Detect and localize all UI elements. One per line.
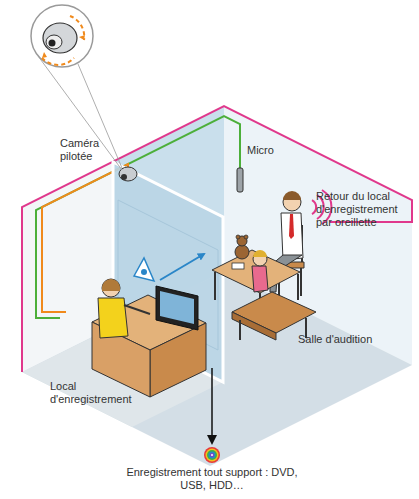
rotation-arrow bbox=[42, 52, 47, 58]
child-shirt bbox=[252, 266, 268, 292]
callout-label: Caméra pilotée bbox=[60, 137, 115, 163]
disc bbox=[210, 453, 214, 457]
teddy-bear bbox=[236, 235, 240, 239]
microphone bbox=[237, 168, 243, 192]
disc bbox=[207, 450, 217, 460]
operator-head bbox=[102, 279, 120, 297]
callout-label: Enregistrement tout support : DVD, USB, … bbox=[122, 466, 302, 492]
callout-label: Retour du local d'enregistrement par ore… bbox=[316, 190, 416, 229]
camera-zoom bbox=[31, 5, 93, 67]
bench bbox=[232, 312, 276, 340]
table-leg bbox=[214, 272, 216, 300]
operator-arm bbox=[124, 305, 150, 314]
callout-label: Micro bbox=[247, 144, 297, 157]
tie bbox=[289, 214, 294, 239]
eye-symbol bbox=[134, 258, 154, 281]
table bbox=[212, 250, 300, 293]
output-arrow bbox=[211, 368, 213, 442]
monitor-screen bbox=[160, 291, 194, 324]
callout-label: Local d'enregistrement bbox=[50, 380, 145, 406]
camera-dome bbox=[43, 23, 77, 53]
rotation-arrow bbox=[79, 35, 85, 40]
bench-leg bbox=[239, 320, 241, 340]
operator-hair bbox=[102, 279, 120, 291]
camera-lens bbox=[49, 40, 56, 47]
operator-shirt bbox=[98, 298, 128, 338]
desk bbox=[150, 323, 206, 397]
callout-label: Salle d'audition bbox=[298, 333, 408, 346]
disc bbox=[204, 447, 220, 463]
teddy-bear bbox=[235, 245, 249, 259]
disc-hole bbox=[211, 454, 213, 456]
monitor bbox=[156, 286, 198, 330]
hair bbox=[283, 191, 301, 200]
teddy-bear bbox=[244, 235, 248, 239]
bench bbox=[232, 292, 316, 333]
rotation-arrow bbox=[70, 16, 84, 40]
child-hair bbox=[253, 250, 267, 257]
teddy-bear bbox=[237, 236, 247, 246]
earpiece-signal bbox=[312, 200, 316, 214]
disc bbox=[206, 449, 219, 462]
camera-dome bbox=[46, 35, 62, 49]
table-leg bbox=[297, 274, 299, 300]
rotation-arrow bbox=[42, 58, 74, 65]
eye-symbol bbox=[141, 269, 147, 275]
shirt bbox=[281, 213, 303, 260]
zoom-leader bbox=[38, 56, 122, 170]
camera-lens bbox=[121, 174, 127, 180]
view-arrow bbox=[160, 254, 204, 280]
disc bbox=[209, 452, 216, 459]
drawing-paper bbox=[232, 263, 244, 269]
